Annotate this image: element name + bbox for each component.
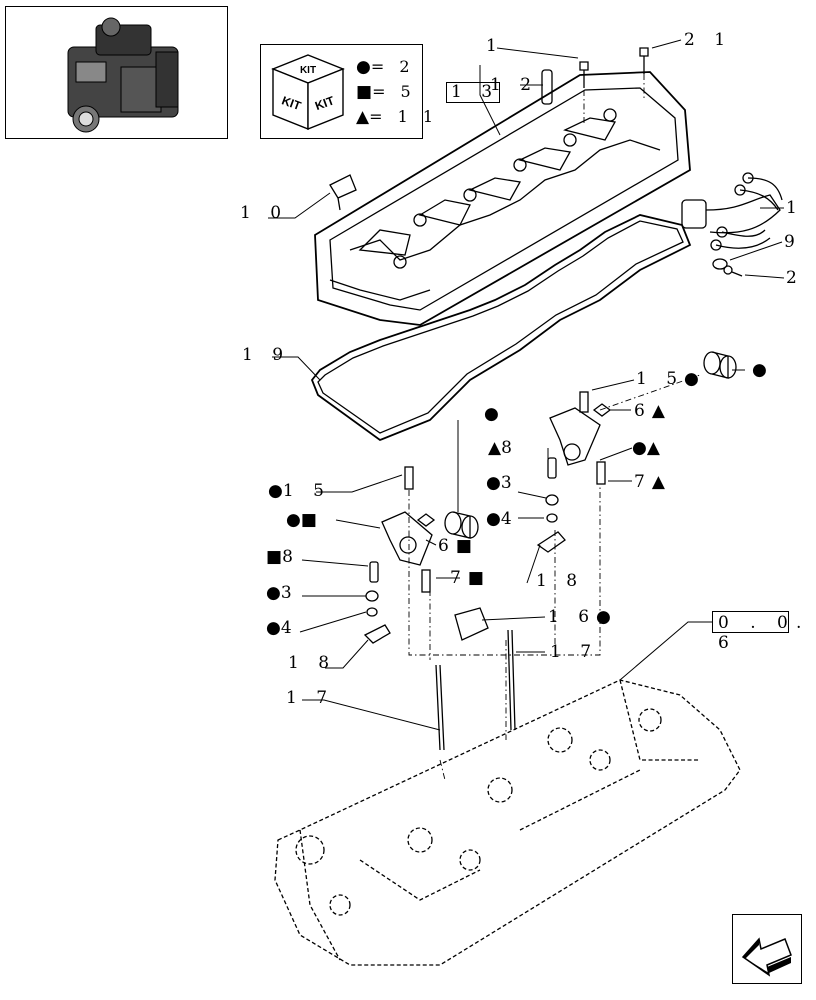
square-marker-icon: ■ [266, 547, 283, 567]
callout-14: 1 4 [786, 198, 816, 218]
kit-cube-icon: KIT KIT KIT [271, 54, 345, 131]
previous-page-button[interactable] [732, 914, 802, 984]
callout-20: 2 0 [786, 268, 816, 288]
callout-3-right: ●3 [486, 473, 519, 493]
arrow-back-icon [741, 937, 792, 977]
square-marker-icon: ■ [300, 510, 317, 530]
circle-marker-icon: ● [684, 369, 699, 389]
callout-9: 9 [784, 232, 802, 252]
callout-12: 1 2 [490, 75, 539, 95]
rocker-arm-left [363, 466, 436, 644]
circle-marker-icon: ● [266, 618, 281, 638]
engine-illustration [67, 17, 179, 133]
kit-top-label: KIT [300, 65, 316, 76]
legend-count: = 2 [370, 57, 415, 76]
callout-1: 1 [486, 36, 504, 56]
callout-8-right: ▲8 [488, 438, 519, 458]
kit-legend: KIT KIT KIT ●= 2 ■= 5 ▲= 1 1 [260, 44, 433, 139]
bushing-marker-right: ● [752, 362, 767, 379]
reference-box[interactable] [712, 611, 789, 633]
circle-marker-icon: ● [486, 509, 501, 529]
kit-left-label: KIT [280, 93, 304, 113]
cylinder-head [274, 679, 741, 966]
callout-18-right: 1 8 [536, 571, 585, 591]
callout-6-left: 6■ [438, 536, 472, 556]
callout-10: 1 0 [240, 203, 289, 223]
reference-suffix: . [796, 613, 802, 633]
legend-symbol: ■ [356, 82, 373, 102]
triangle-marker-icon: ▲ [646, 438, 660, 458]
callout-15-right: 1 5● [636, 369, 699, 389]
legend-count: = 1 1 [369, 107, 439, 126]
rocker-cover [314, 71, 691, 326]
circle-marker-icon: ● [286, 510, 301, 530]
rocker-arm-right [536, 391, 612, 553]
legend-row-circle: ●= 2 [356, 57, 415, 77]
callout-18-left: 1 8 [288, 653, 337, 673]
legend-symbol: ● [356, 57, 371, 77]
callout-6-right: 6▲ [634, 401, 665, 421]
rocker-right-markers: ●▲ [632, 440, 660, 457]
circle-marker-icon: ● [268, 481, 283, 501]
circle-marker-icon: ● [484, 404, 499, 424]
callout-3-left: ●3 [266, 583, 299, 603]
legend-count: = 5 [372, 82, 416, 101]
circle-marker-icon: ● [752, 360, 767, 380]
legend-symbol: ▲ [356, 107, 370, 127]
engine-thumbnail [5, 6, 228, 139]
callout-16: 1 6● [548, 607, 611, 627]
callout-17-right: 1 7 [550, 642, 599, 662]
square-marker-icon: ■ [455, 536, 472, 556]
callout-4-left: ●4 [266, 618, 299, 638]
triangle-marker-icon: ▲ [488, 438, 502, 458]
triangle-marker-icon: ▲ [651, 472, 665, 492]
cover-gasket [310, 214, 692, 442]
rocker-left-markers: ●■ [286, 512, 317, 529]
callout-13: 1 3 [446, 82, 501, 103]
bushing-marker-center: ● [484, 406, 499, 423]
injector-harness [681, 172, 783, 251]
callout-7-left: 7■ [450, 568, 484, 588]
circle-marker-icon: ● [486, 473, 501, 493]
kit-right-label: KIT [313, 93, 337, 113]
circle-marker-icon: ● [632, 438, 647, 458]
reference-label[interactable]: 0 . 0 6 [718, 613, 796, 653]
callout-21: 2 1 [684, 30, 733, 50]
callout-19: 1 9 [242, 345, 291, 365]
square-marker-icon: ■ [467, 568, 484, 588]
legend-row-triangle: ▲= 1 1 [356, 107, 438, 127]
callout-4-right: ●4 [486, 509, 519, 529]
callout-7-right: 7▲ [634, 472, 665, 492]
callout-8-left: ■8 [266, 547, 300, 567]
legend-row-square: ■= 5 [356, 82, 416, 102]
callout-17-left: 1 7 [286, 688, 335, 708]
callout-15-left: ●1 5 [268, 481, 331, 501]
circle-marker-icon: ● [266, 583, 281, 603]
circle-marker-icon: ● [596, 607, 611, 627]
triangle-marker-icon: ▲ [651, 401, 665, 421]
